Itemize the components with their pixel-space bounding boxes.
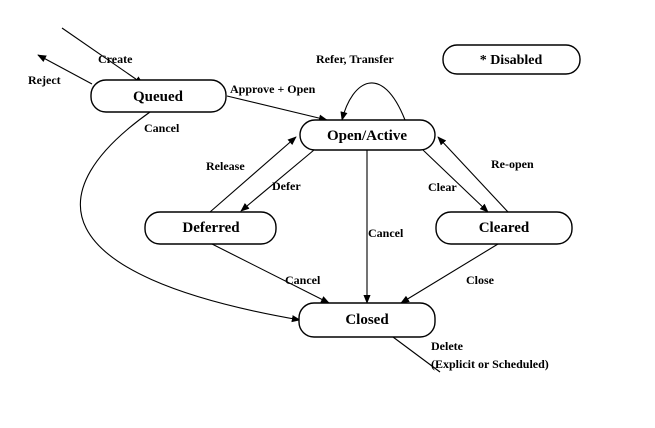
close-arrow (400, 243, 499, 304)
label-refer-transfer: Refer, Transfer (316, 52, 394, 66)
cancel-deferred-to-closed-arrow (211, 243, 330, 304)
label-release: Release (206, 159, 245, 173)
state-cleared: Cleared (435, 211, 573, 245)
label-delete: Delete (431, 339, 464, 353)
label-close: Close (466, 273, 495, 287)
label-cancel-deferred: Cancel (285, 273, 321, 287)
state-queued: Queued (90, 79, 227, 113)
legend-disabled-label: * Disabled (480, 53, 543, 68)
label-cancel-queued: Cancel (144, 121, 180, 135)
cancel-queued-to-closed-arrow (79, 111, 301, 323)
release-arrow (209, 136, 297, 213)
state-deferred: Deferred (144, 211, 277, 245)
label-approve-open: Approve + Open (230, 82, 316, 96)
reject-arrow (37, 54, 93, 85)
label-delete-detail: (Explicit or Scheduled) (431, 357, 549, 371)
label-clear: Clear (428, 180, 457, 194)
clear-arrow (422, 149, 489, 213)
refer-transfer-self-loop (340, 82, 406, 121)
label-reopen: Re-open (491, 157, 534, 171)
state-queued-label: Queued (133, 89, 184, 105)
state-deferred-label: Deferred (182, 220, 240, 236)
state-closed-label: Closed (345, 312, 389, 328)
reopen-arrow (437, 136, 509, 213)
state-open-active: Open/Active (299, 119, 436, 151)
label-defer: Defer (272, 179, 301, 193)
label-create: Create (98, 52, 133, 66)
defer-arrow (240, 149, 315, 212)
delete-line (392, 336, 441, 373)
legend-disabled: * Disabled (442, 44, 581, 75)
state-closed: Closed (298, 302, 436, 338)
state-open-active-label: Open/Active (327, 128, 407, 144)
approve-open-arrow (226, 95, 328, 122)
label-cancel-open: Cancel (368, 226, 404, 240)
create-arrow (61, 27, 144, 85)
state-cleared-label: Cleared (479, 220, 530, 236)
label-reject: Reject (28, 73, 61, 87)
